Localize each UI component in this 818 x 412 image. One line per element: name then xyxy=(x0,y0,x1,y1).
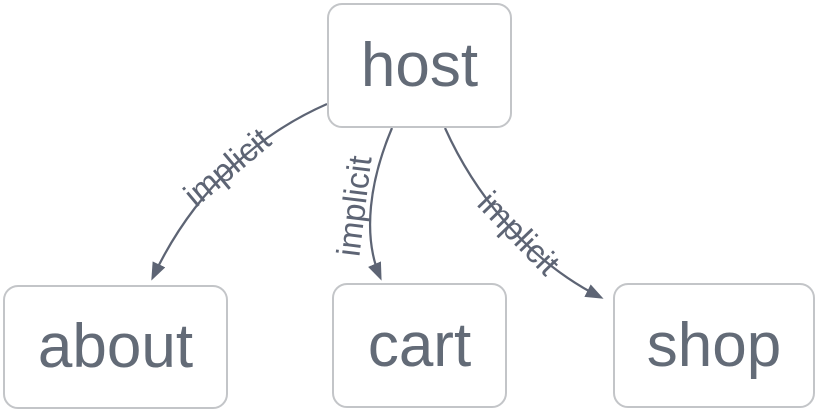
node-about-label: about xyxy=(37,312,194,381)
node-cart-label: cart xyxy=(367,310,472,380)
edge-host-shop xyxy=(443,127,604,299)
node-host: host xyxy=(327,3,512,128)
edge-host-about xyxy=(151,102,328,281)
node-about: about xyxy=(3,285,228,409)
node-shop-label: shop xyxy=(646,310,782,380)
edge-host-cart xyxy=(368,127,394,281)
edge-label-host-about: implicit xyxy=(176,120,277,213)
node-shop: shop xyxy=(613,283,815,408)
edge-label-host-shop: implicit xyxy=(471,184,568,282)
node-cart: cart xyxy=(332,283,507,408)
node-host-label: host xyxy=(360,30,479,100)
